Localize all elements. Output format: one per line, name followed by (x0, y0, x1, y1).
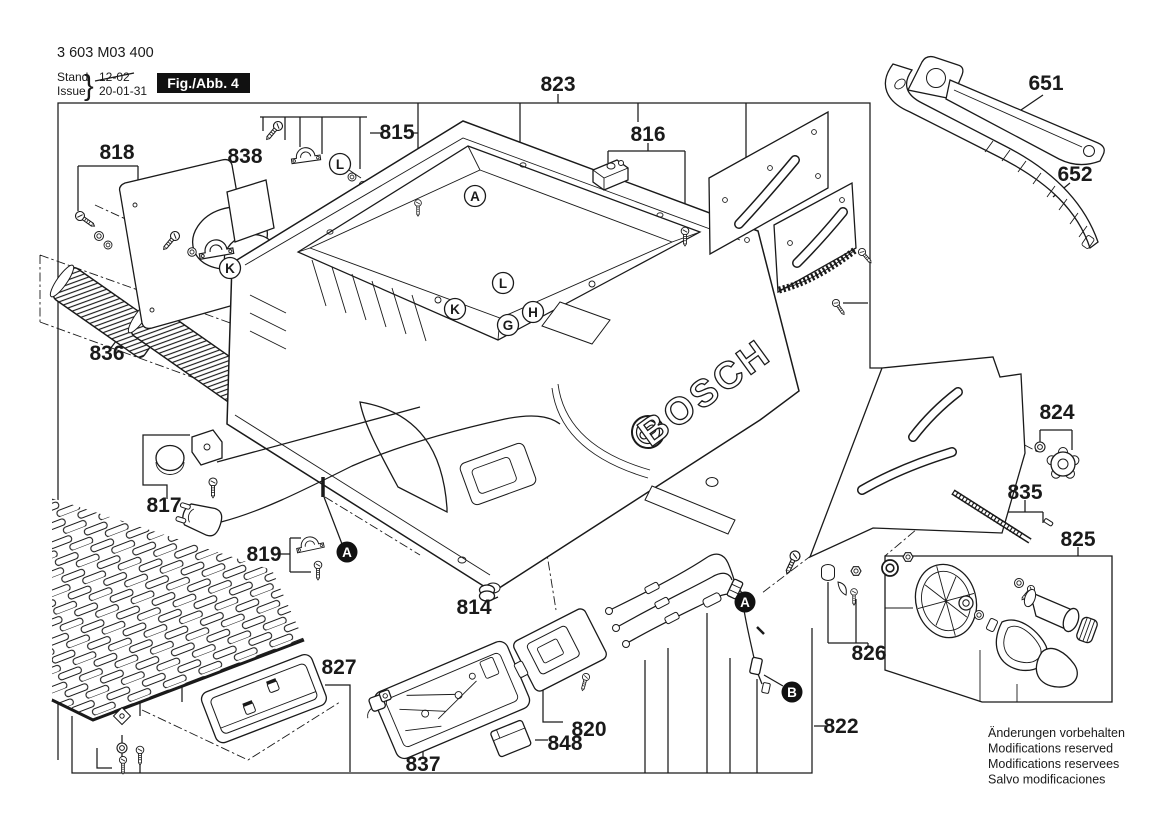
issue-label: Issue (57, 84, 86, 98)
elevation-assembly-825 (881, 552, 1113, 703)
letter-callouts: L K A K L G H A A B (218, 152, 803, 703)
callout-letter: A (740, 595, 750, 610)
figure-label-box (157, 73, 250, 93)
part-label: 815 (379, 121, 414, 144)
callout-outline: L (491, 271, 515, 295)
part-label: 848 (547, 732, 582, 755)
note-line: Salvo modificaciones (988, 773, 1105, 787)
cable-clamp-group-815 (262, 119, 368, 190)
callout-outline: A (463, 184, 487, 208)
latch-816 (414, 159, 848, 318)
part-label: 827 (321, 656, 356, 679)
callout-outline: G (496, 313, 520, 337)
part-label: 819 (246, 543, 281, 566)
part-label: 826 (851, 642, 886, 665)
part-label: 823 (540, 73, 575, 96)
callout-letter: L (336, 157, 344, 172)
note-line: Änderungen vorbehalten (988, 726, 1125, 740)
part-label: 837 (405, 753, 440, 776)
part-label: 836 (89, 342, 124, 365)
brace-glyph: } (84, 70, 94, 102)
part-label: 814 (456, 596, 491, 619)
part-label: 838 (227, 145, 262, 168)
perforated-panel (51, 498, 305, 722)
wiring-harness-822 (605, 553, 771, 694)
bottom-fasteners (112, 706, 145, 775)
issue-date: 20-01-31 (99, 84, 147, 98)
part-label: 820 (571, 718, 606, 741)
switch-cover-848 (490, 719, 532, 758)
part-label: 835 (1007, 481, 1042, 504)
bosch-emblem-icon (631, 415, 665, 449)
part-label: 651 (1028, 72, 1063, 95)
callout-filled: B (781, 681, 803, 703)
part-label: 824 (1039, 401, 1074, 424)
callout-letter: L (499, 276, 507, 291)
cord-grommet (367, 689, 392, 719)
wrench-651 (907, 55, 1105, 166)
callout-letter: K (450, 302, 460, 317)
part-labels: 818 838 815 823 816 651 652 836 817 819 … (89, 72, 1095, 776)
legal-notes: Änderungen vorbehalten Modifications res… (988, 726, 1125, 787)
callout-letter: A (342, 545, 352, 560)
callout-filled: A (734, 591, 756, 613)
title-block: 3 603 M03 400 Stand Issue } 12-02 20-01-… (57, 45, 250, 102)
callout-letter: G (503, 318, 514, 333)
storage-tray (200, 653, 328, 744)
stand-label: Stand (57, 70, 88, 84)
callout-letter: B (787, 685, 797, 700)
wrench-652 (884, 63, 1099, 250)
lock-knob-824 (1034, 441, 1080, 479)
switch-820 (513, 608, 607, 692)
part-label: 822 (823, 715, 858, 738)
part-label: 817 (146, 494, 181, 517)
rubber-foot-814 (478, 584, 496, 602)
fastener-cluster-826 (781, 548, 862, 606)
threaded-rod-835 (951, 489, 1054, 544)
cord-clamp-819 (294, 533, 325, 581)
callout-outline: L (328, 152, 352, 176)
part-label: 818 (99, 141, 134, 164)
callout-filled: A (336, 541, 358, 563)
callout-outline: K (218, 256, 242, 280)
note-line: Modifications reservees (988, 757, 1119, 771)
label-plate-838 (226, 179, 275, 243)
callout-letter: A (470, 189, 480, 204)
figure-label: Fig./Abb. 4 (167, 75, 239, 91)
dust-hose (49, 264, 258, 408)
note-line: Modifications reserved (988, 742, 1113, 756)
document-part-number: 3 603 M03 400 (57, 45, 154, 61)
callout-outline: K (443, 297, 467, 321)
part-label: 652 (1057, 163, 1092, 186)
bevel-plate (808, 356, 1026, 559)
power-cord-817 (155, 406, 561, 537)
strikethrough-line (94, 72, 135, 82)
guard-plates (708, 110, 875, 294)
callout-letter: H (528, 305, 538, 320)
callout-outline: H (521, 300, 545, 324)
part-label: 825 (1060, 528, 1095, 551)
part-label: 816 (630, 123, 665, 146)
callout-letter: K (225, 261, 235, 276)
